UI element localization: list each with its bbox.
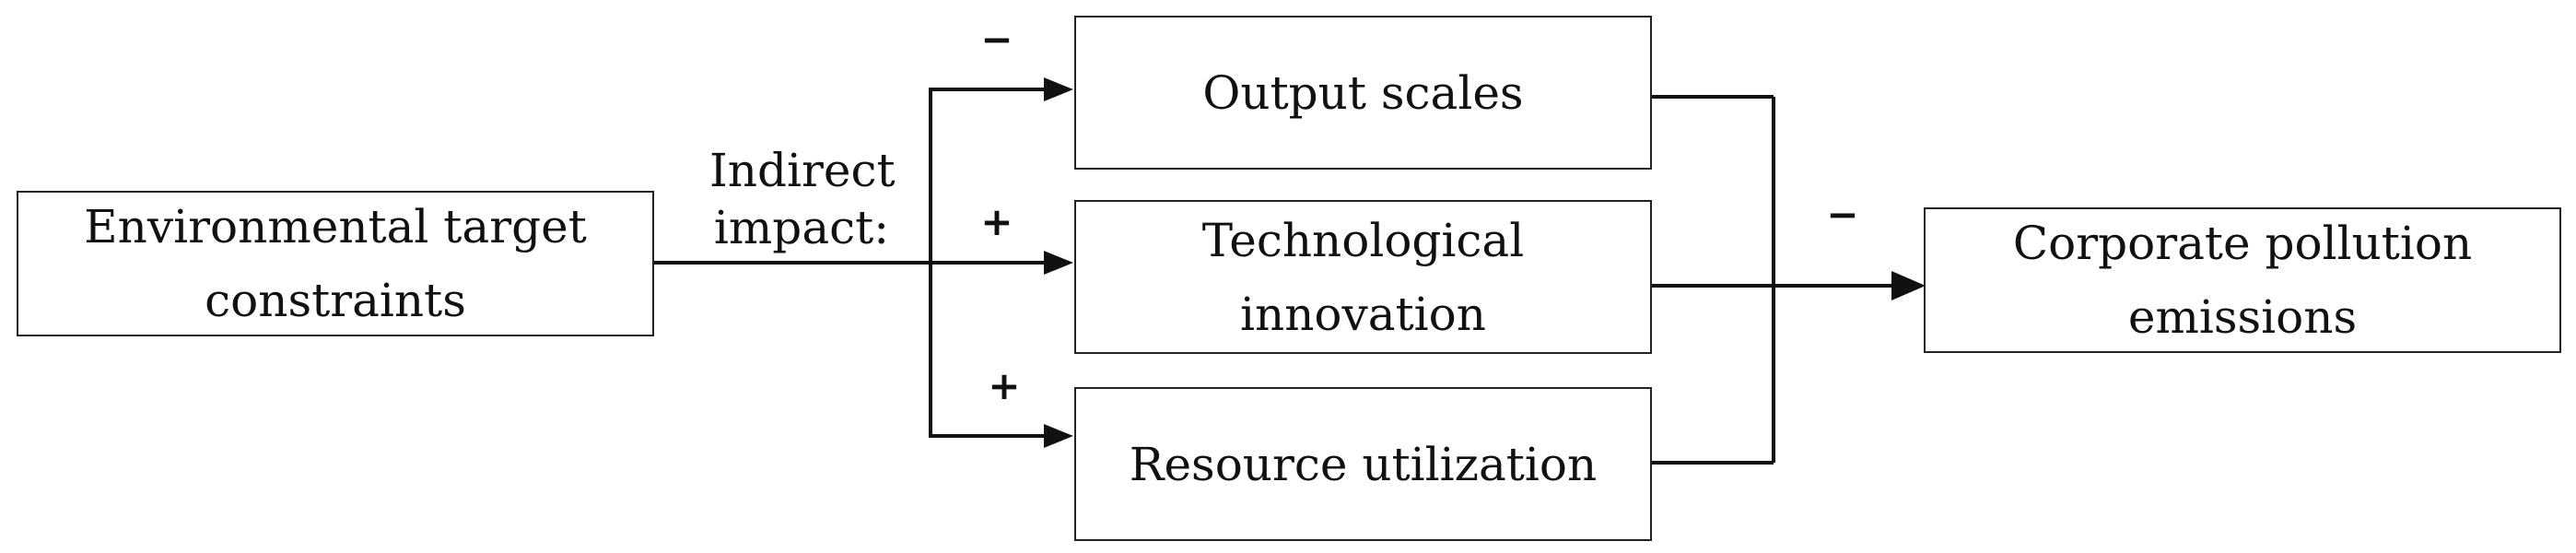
sign-target: − <box>1826 192 1859 237</box>
node-environmental-target-constraints: Environmental target constraints <box>17 191 654 336</box>
arrowhead-tech <box>1044 251 1073 275</box>
sign-tech: + <box>980 199 1013 244</box>
indirect-impact-line2: impact: <box>713 201 890 254</box>
node-target-line1: Corporate pollution <box>2012 217 2473 270</box>
node-output-scales: Output scales <box>1074 16 1652 170</box>
indirect-impact-label: Indirect impact: <box>709 142 896 256</box>
node-tech-line2: innovation <box>1240 287 1486 341</box>
arrowhead-target <box>1891 271 1926 300</box>
node-output-line1: Output scales <box>1202 65 1524 120</box>
sign-resource: + <box>988 363 1021 408</box>
indirect-impact-line1: Indirect <box>709 144 896 197</box>
node-technological-innovation: Technological innovation <box>1074 200 1652 354</box>
arrowhead-resource <box>1044 424 1073 448</box>
node-source-line2: constraints <box>205 274 466 327</box>
sign-output: − <box>980 17 1013 62</box>
node-resource-utilization: Resource utilization <box>1074 387 1652 541</box>
node-source-line1: Environmental target <box>84 200 587 253</box>
arrowhead-output <box>1044 77 1073 101</box>
node-target-line2: emissions <box>2127 290 2358 344</box>
node-resource-line1: Resource utilization <box>1129 437 1598 491</box>
node-tech-line1: Technological <box>1201 213 1525 267</box>
node-corporate-pollution-emissions: Corporate pollution emissions <box>1924 207 2561 353</box>
